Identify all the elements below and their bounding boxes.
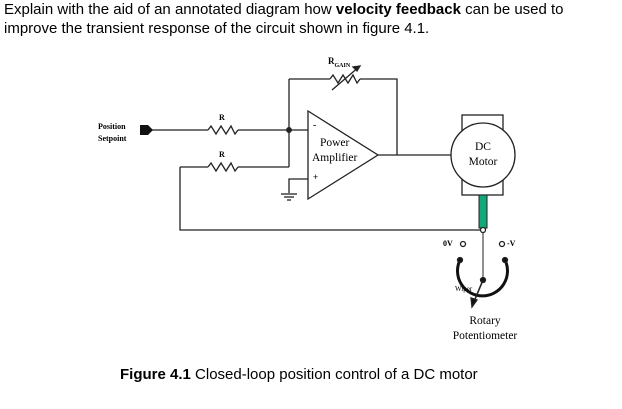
power-amplifier <box>307 109 380 201</box>
rgain-label: RGAIN <box>328 56 351 69</box>
junction-node <box>286 127 292 133</box>
r1-label: R <box>219 113 225 122</box>
wires <box>152 78 481 231</box>
resistor-r2 <box>207 161 239 173</box>
input-terminal-icon <box>140 125 153 135</box>
resistor-rgain <box>329 65 362 91</box>
terminal-0v-label: 0V <box>443 239 453 248</box>
wiper-label: Wiper <box>455 285 473 293</box>
amp-minus-sign: - <box>313 120 317 131</box>
wiper-arrow-icon <box>470 279 484 309</box>
motor-shaft <box>478 194 488 229</box>
terminal-0v <box>459 240 467 248</box>
question-part: Explain with the aid of an annotated dia… <box>4 1 336 18</box>
potentiometer-track <box>456 259 509 298</box>
question-text: Explain with the aid of an annotated dia… <box>4 0 619 38</box>
r2-label: R <box>219 150 225 159</box>
dc-motor <box>450 122 516 188</box>
figure-caption: Figure 4.1 Closed-loop position control … <box>120 366 478 383</box>
amp-plus-sign: + <box>313 172 319 182</box>
question-part: can be used to improve the transient res… <box>4 1 564 37</box>
shaft-coupling <box>479 226 487 234</box>
question-bold: velocity feedback <box>335 1 461 18</box>
resistor-r1 <box>207 124 239 136</box>
terminal-neg-v <box>498 240 506 248</box>
terminal-neg-v-label: -V <box>507 239 516 248</box>
ground-icon <box>281 193 297 201</box>
